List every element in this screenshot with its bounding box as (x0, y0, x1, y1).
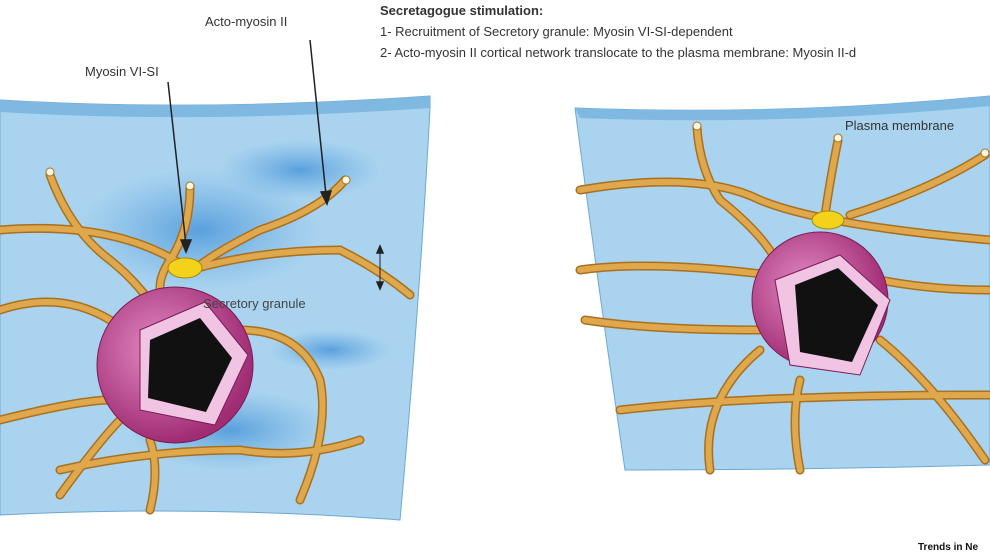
label-plasma-membrane: Plasma membrane (845, 118, 955, 133)
label-myosin-vi: Myosin VI-SI (85, 64, 159, 79)
left-secretory-granule (96, 286, 254, 444)
legend-step-1: 1- Recruitment of Secretory granule: Myo… (380, 24, 733, 39)
right-myosin-vi-motor (811, 210, 845, 230)
legend-step-2: 2- Acto-myosin II cortical network trans… (380, 45, 857, 60)
annotation-arrows (167, 39, 385, 291)
left-myosin-vi-motor (167, 257, 203, 279)
label-secretory-granule: Secretory granule (203, 296, 306, 311)
right-actin-fibers (575, 121, 990, 475)
legend-title: Secretagogue stimulation: (380, 3, 544, 18)
label-acto-myosin: Acto-myosin II (205, 14, 288, 29)
right-secretory-granule (751, 231, 891, 376)
journal-logo: Trends in Ne (918, 542, 979, 553)
stimulation-legend: Secretagogue stimulation: 1- Recruitment… (380, 0, 856, 63)
